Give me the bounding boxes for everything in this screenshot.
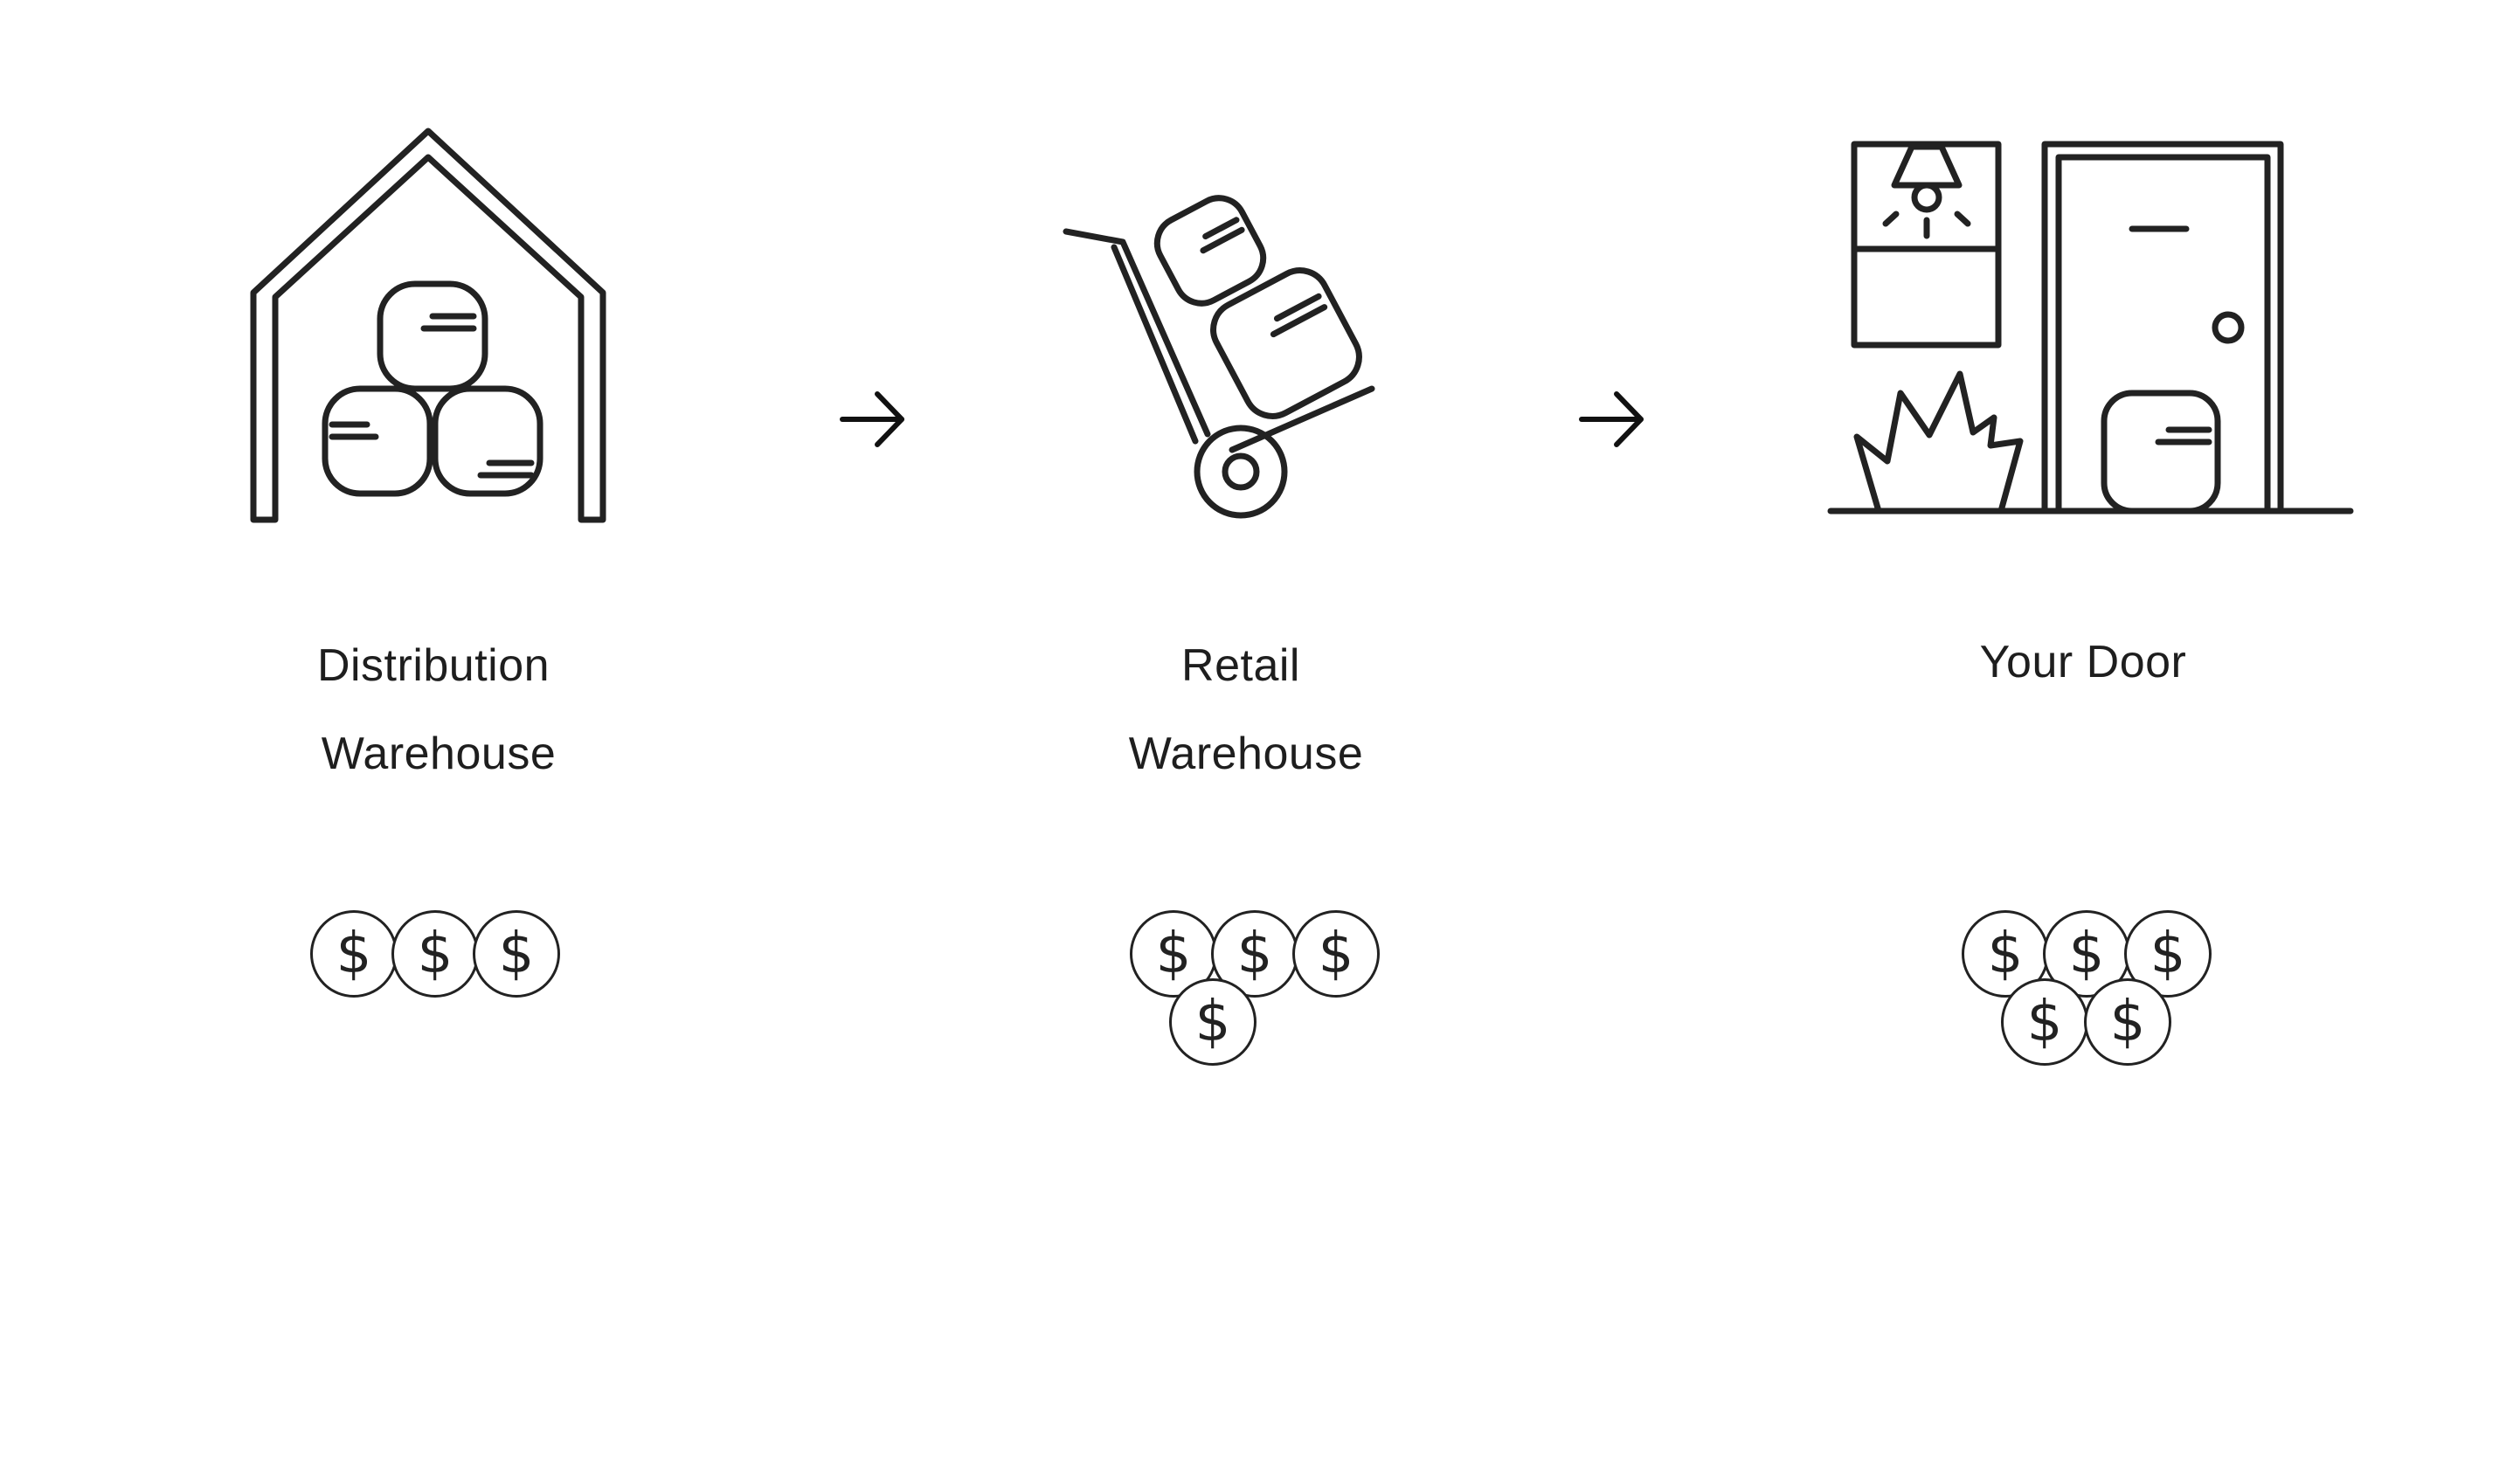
dollar-coin-icon: $ (310, 910, 398, 998)
dollar-coin-icon: $ (2124, 910, 2212, 998)
stage-label-your-door: Your Door (1979, 637, 2187, 687)
stage-label-distribution-line1: Distribution (316, 640, 550, 691)
stage-label-retail-line1: Retail (1181, 640, 1300, 691)
dollar-coin-icon: $ (2084, 978, 2171, 1066)
warehouse-icon (250, 128, 606, 523)
stage-label-retail-line2: Warehouse (1128, 729, 1364, 779)
stage-label-distribution-line2: Warehouse (321, 729, 557, 779)
dollar-coin-icon: $ (473, 910, 560, 998)
hand-truck-icon (1063, 195, 1375, 519)
dollar-coin-icon: $ (1169, 978, 1257, 1066)
arrow-right-icon (1579, 391, 1644, 447)
dollar-coin-icon: $ (1292, 910, 1380, 998)
front-door-icon (1827, 141, 2354, 515)
dollar-coin-icon: $ (1962, 910, 2049, 998)
dollar-coin-icon: $ (391, 910, 479, 998)
dollar-coin-icon: $ (2001, 978, 2088, 1066)
arrow-right-icon (840, 391, 904, 447)
